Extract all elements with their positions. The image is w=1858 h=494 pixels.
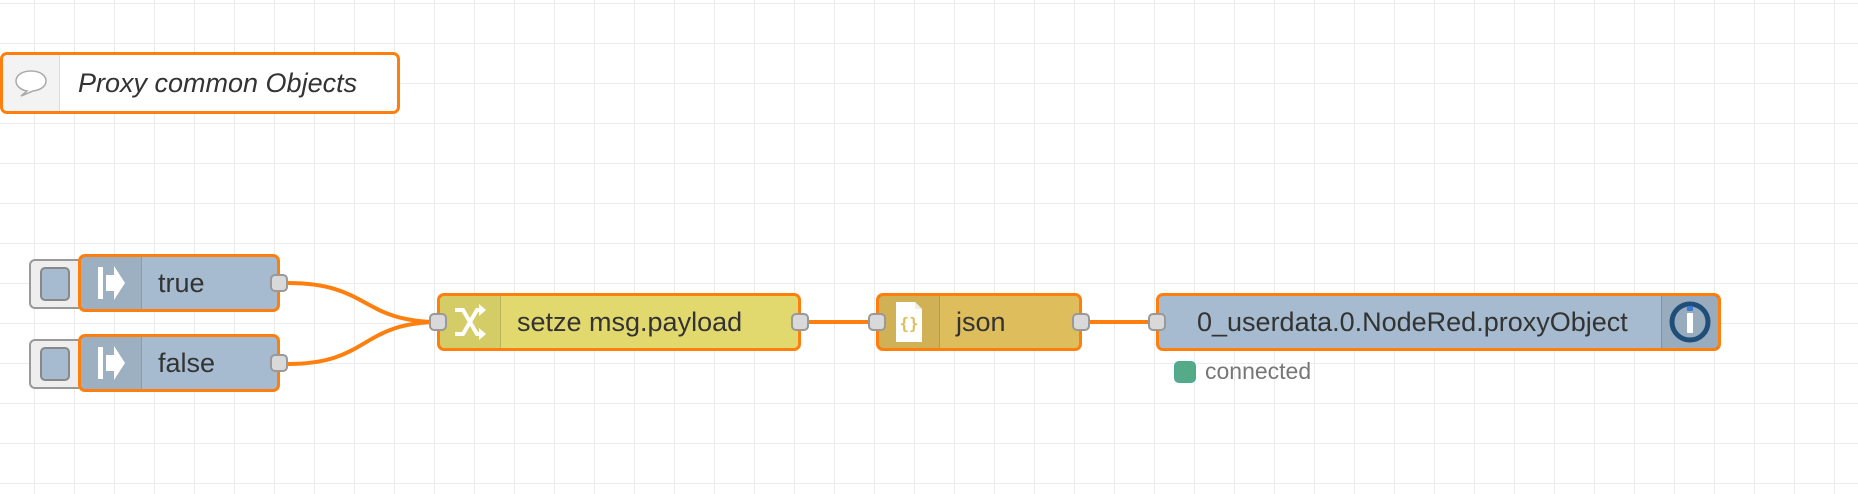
iobroker-out-node[interactable]: 0_userdata.0.NodeRed.proxyObject xyxy=(1148,293,1721,351)
inject-true-button-face xyxy=(40,267,70,301)
svg-text:{}: {} xyxy=(899,314,918,333)
change-label: setze msg.payload xyxy=(517,306,743,337)
iobroker-status: connected xyxy=(1174,358,1311,385)
shuffle-icon xyxy=(455,304,486,340)
comment-icon-area xyxy=(3,55,60,111)
inject-false-button-face xyxy=(40,347,70,381)
wire-false-to-change[interactable] xyxy=(287,320,441,366)
change-input-port[interactable] xyxy=(429,313,447,331)
comment-node[interactable]: Proxy common Objects xyxy=(0,52,400,114)
status-text: connected xyxy=(1205,358,1312,384)
inject-false-output-port[interactable] xyxy=(270,354,288,372)
inject-true-button[interactable] xyxy=(29,259,79,309)
inject-arrow-icon xyxy=(98,266,125,300)
inject-false-label: false xyxy=(158,347,216,378)
json-label: json xyxy=(956,306,1006,337)
inject-true-icon-area xyxy=(81,257,142,309)
inject-false-icon-area xyxy=(81,337,142,389)
inject-false-button[interactable] xyxy=(29,339,79,389)
comment-bubble-icon xyxy=(15,70,47,97)
iobroker-icon xyxy=(1669,301,1711,343)
json-node[interactable]: {} json xyxy=(868,293,1090,351)
change-output-port[interactable] xyxy=(791,313,809,331)
inject-true-output-port[interactable] xyxy=(270,274,288,292)
inject-true-label: true xyxy=(158,267,205,298)
change-icon-area xyxy=(440,296,501,348)
inject-node-false[interactable]: false xyxy=(78,334,288,392)
change-node[interactable]: setze msg.payload xyxy=(429,293,809,351)
status-dot xyxy=(1174,360,1196,383)
iobroker-input-port[interactable] xyxy=(1148,313,1166,331)
wire-true-to-change[interactable] xyxy=(287,281,441,324)
json-output-port[interactable] xyxy=(1072,313,1090,331)
comment-label: Proxy common Objects xyxy=(78,67,358,98)
iobroker-label: 0_userdata.0.NodeRed.proxyObject xyxy=(1197,306,1628,337)
inject-node-true[interactable]: true xyxy=(78,254,288,312)
iobroker-icon-area xyxy=(1661,296,1718,348)
json-icon-area: {} xyxy=(879,296,940,348)
inject-arrow-icon xyxy=(98,346,125,380)
json-input-port[interactable] xyxy=(868,313,886,331)
json-braces-icon: {} xyxy=(896,302,922,342)
